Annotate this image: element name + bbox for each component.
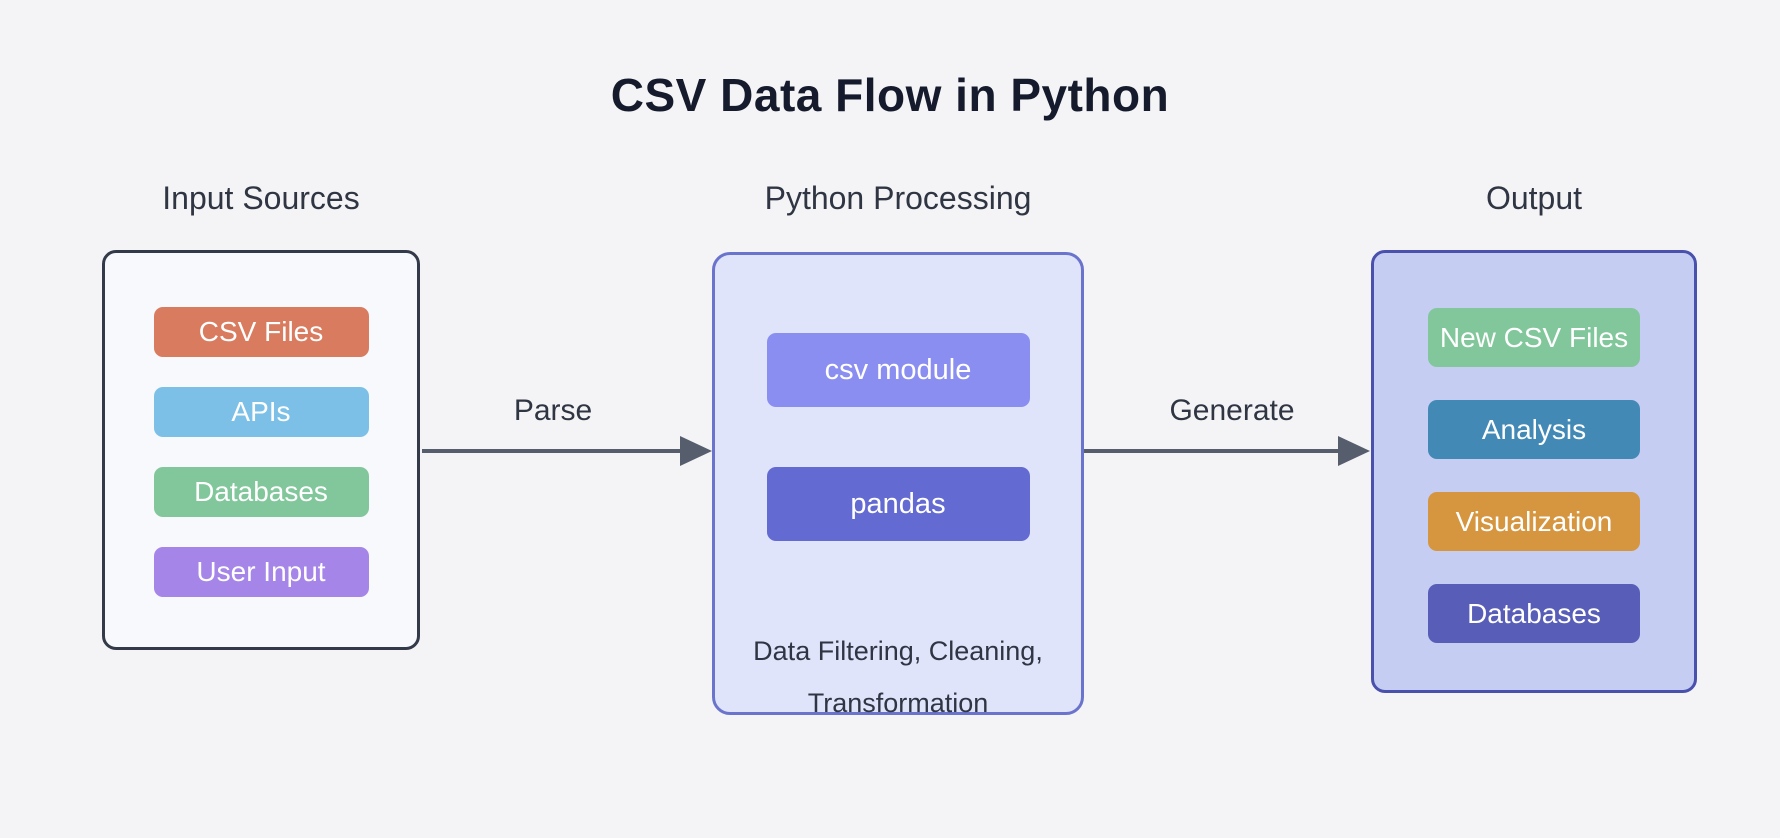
node-apis: APIs	[153, 387, 369, 437]
node-user-input: User Input	[153, 547, 369, 597]
node-csv-files: CSV Files	[153, 307, 369, 357]
processing-note: Data Filtering, Cleaning, Transformation	[753, 625, 1043, 729]
edge-label-generate: Generate	[1169, 394, 1295, 427]
group-box-python-processing: csv module pandas Data Filtering, Cleani…	[712, 252, 1084, 718]
edge-generate-line	[1084, 449, 1342, 453]
node-csv-module: csv module	[766, 333, 1030, 407]
processing-note-line2: Transformation	[807, 688, 989, 718]
diagram-title: CSV Data Flow in Python	[610, 69, 1170, 121]
node-visualization: Visualization	[1428, 492, 1640, 551]
edge-parse-arrowhead-icon	[680, 436, 712, 466]
processing-note-line1: Data Filtering, Cleaning,	[753, 636, 1043, 666]
group-label-output: Output	[1485, 180, 1583, 216]
group-box-input-sources: CSV Files APIs Databases User Input	[102, 250, 420, 650]
node-databases-input: Databases	[153, 467, 369, 517]
node-pandas: pandas	[766, 467, 1030, 541]
edge-label-parse: Parse	[513, 394, 593, 427]
group-label-input-sources: Input Sources	[162, 180, 360, 216]
node-analysis: Analysis	[1428, 400, 1640, 459]
node-new-csv-files: New CSV Files	[1428, 308, 1640, 367]
edge-parse-line	[422, 449, 684, 453]
group-box-output: New CSV Files Analysis Visualization Dat…	[1371, 250, 1697, 693]
node-databases-output: Databases	[1428, 584, 1640, 643]
group-label-python-processing: Python Processing	[764, 180, 1032, 216]
edge-generate-arrowhead-icon	[1338, 436, 1370, 466]
